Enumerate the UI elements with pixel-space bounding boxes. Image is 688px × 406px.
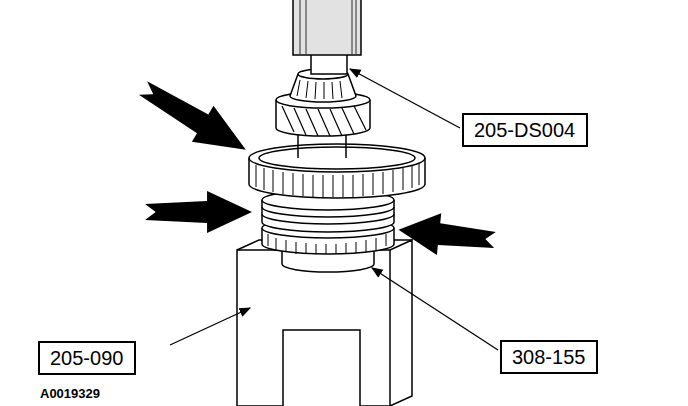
leader-line	[170, 308, 250, 345]
leader-line	[350, 69, 460, 128]
tool-number: 205-DS004	[474, 118, 576, 142]
support-stand	[237, 240, 412, 406]
force-arrow	[132, 70, 256, 168]
stand-edge	[389, 250, 391, 406]
callout-box: 205-090	[38, 341, 136, 375]
tool-number: 205-090	[50, 346, 124, 370]
press-ram	[293, 0, 361, 55]
callout-box: 308-155	[500, 340, 598, 374]
figure-code: A0019329	[38, 386, 102, 401]
force-arrow	[396, 209, 497, 261]
gear-top	[249, 144, 425, 172]
bearing-rollers	[297, 80, 342, 99]
tool-number: 308-155	[512, 345, 586, 369]
gear-teeth	[256, 163, 419, 197]
gear-root	[259, 147, 415, 169]
leader-line	[372, 268, 498, 350]
adapter-205-DS004	[311, 54, 347, 74]
pinion-teeth	[282, 106, 366, 136]
force-arrow	[145, 191, 252, 233]
ring-teeth	[268, 234, 386, 254]
ram-shading	[300, 0, 356, 54]
callout-box: 205-DS004	[462, 113, 588, 147]
